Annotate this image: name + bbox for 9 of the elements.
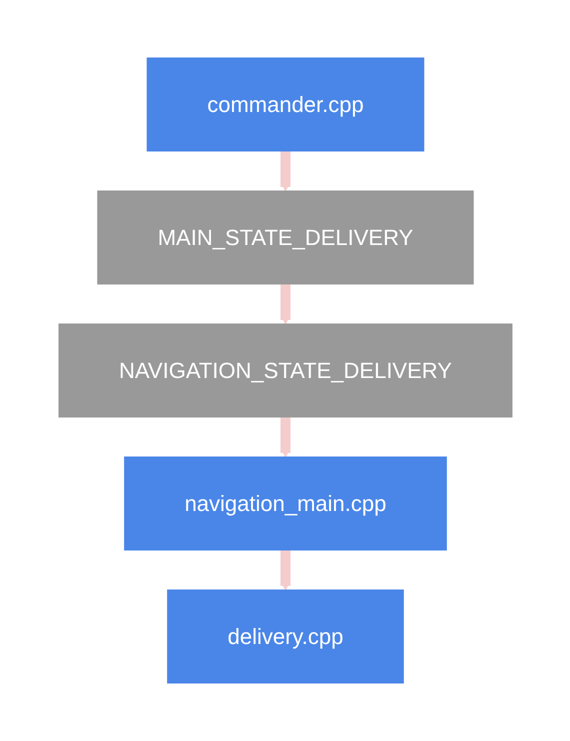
arrow [280,548,290,590]
node-box: MAIN_STATE_DELIVERY [96,190,474,284]
arrow [280,415,290,458]
node-box: delivery.cpp [166,590,404,684]
arrow [280,282,290,324]
node-box: navigation_main.cpp [124,456,446,550]
arrow [280,149,290,192]
node-box: NAVIGATION_STATE_DELIVERY [58,324,512,418]
node-box: commander.cpp [146,58,424,152]
